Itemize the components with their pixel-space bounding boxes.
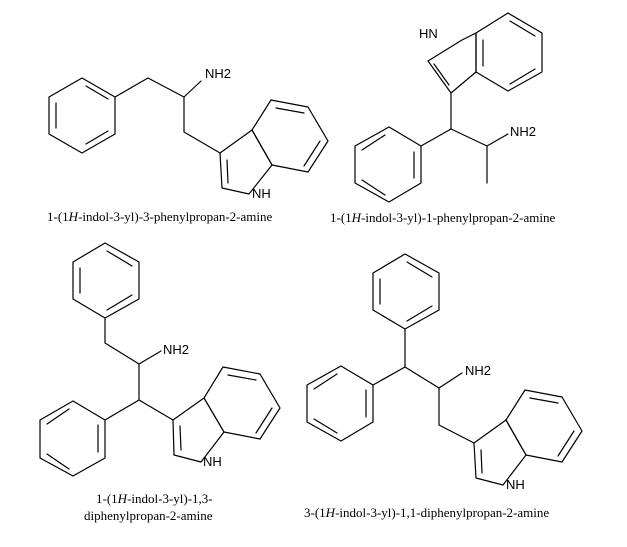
- molecule-3-top-phenyl-ring: [72, 242, 140, 319]
- molecule-1-indole-benzene-ring: [251, 99, 329, 173]
- molecule-1-indole-nh-label: NH: [252, 186, 271, 201]
- molecule-3-name-line-1: 1-(1H-indol-3-yl)-1,3-: [96, 491, 213, 506]
- molecule-3-structure: [39, 242, 281, 477]
- molecule-3-name-line-2: diphenylpropan-2-amine: [84, 508, 213, 523]
- molecule-2-indole-nh-label: HN: [419, 26, 438, 41]
- molecule-4-amine-label: NH2: [465, 363, 491, 378]
- molecule-1-structure: [48, 77, 329, 195]
- molecule-4-indole-benzene-ring: [505, 389, 583, 463]
- molecule-4-top-phenyl-ring: [372, 253, 440, 330]
- molecule-4-chain: [404, 328, 475, 444]
- molecule-3-indole-pyrrole-ring: [172, 397, 225, 463]
- molecule-3-amine-label: NH2: [163, 342, 189, 357]
- molecule-1-name: 1-(1H-indol-3-yl)-3-phenylpropan-2-amine: [47, 209, 273, 224]
- molecule-2-amine-label: NH2: [510, 124, 536, 139]
- molecule-1-indole-pyrrole-ring: [219, 129, 273, 195]
- molecule-3-indole-nh-label: NH: [203, 454, 222, 469]
- molecule-2-phenyl-ring: [354, 126, 422, 203]
- molecule-2-name: 1-(1H-indol-3-yl)-1-phenylpropan-2-amine: [330, 210, 556, 225]
- molecule-2-indole-benzene-ring: [475, 12, 543, 92]
- molecule-1-amine-label: NH2: [205, 66, 231, 81]
- molecule-3-chain: [104, 317, 140, 421]
- molecule-2-indole-pyrrole-ring: [427, 32, 477, 94]
- molecule-4-left-phenyl-ring: [306, 365, 374, 442]
- molecule-1-phenyl-ring: [48, 77, 116, 154]
- molecule-4-structure: [306, 253, 583, 486]
- molecule-3-indole-benzene-ring: [203, 366, 281, 440]
- molecule-4-name: 3-(1H-indol-3-yl)-1,1-diphenylpropan-2-a…: [304, 505, 549, 520]
- molecule-4-indole-pyrrole-ring: [473, 419, 527, 486]
- molecule-3-bottom-phenyl-ring: [39, 400, 106, 477]
- molecule-2-structure: [354, 12, 543, 203]
- molecule-2-chain: [420, 92, 452, 147]
- molecule-4-indole-nh-label: NH: [506, 477, 525, 492]
- molecule-1-chain: [114, 77, 221, 154]
